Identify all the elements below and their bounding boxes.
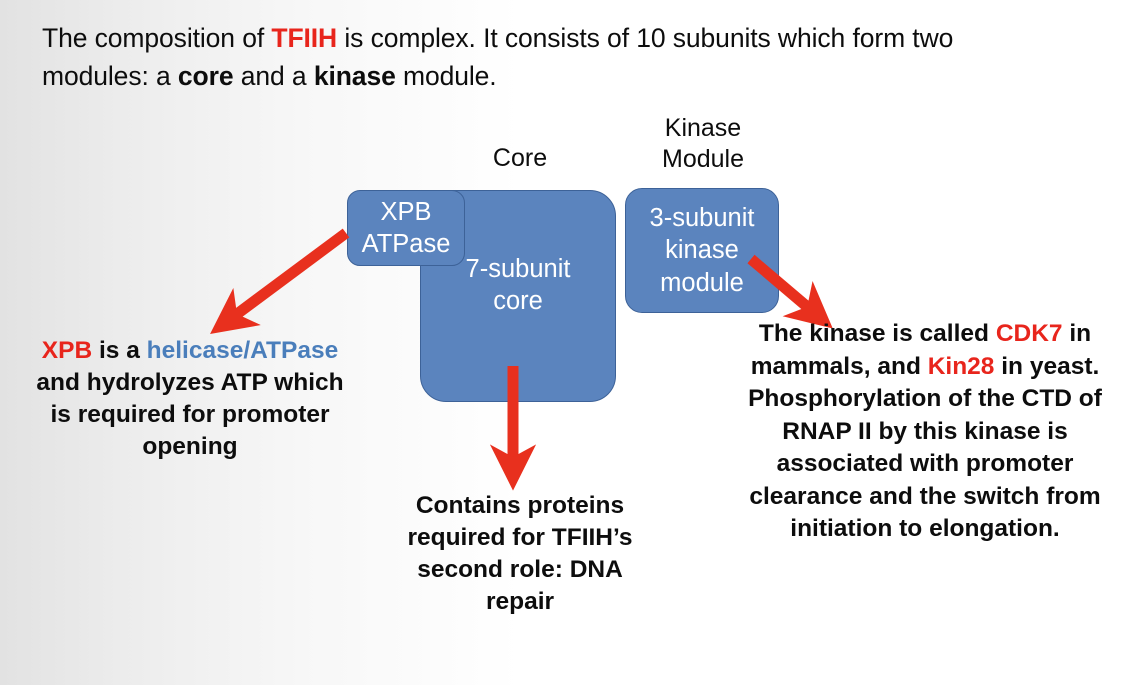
core-module-caption: Core: [492, 144, 548, 172]
intro-text-5: module.: [395, 60, 497, 91]
intro-text-3: form two modules: a: [42, 23, 954, 91]
xpb-atpase-box[interactable]: XPB ATPase: [347, 190, 465, 266]
xpb-callout-seg4: and hydrolyzes ATP which is required for…: [36, 368, 344, 460]
intro-paragraph: The composition of TFIIH is complex. It …: [42, 20, 1052, 95]
xpb-callout-blue: helicase/ATPase: [146, 337, 339, 364]
intro-tfiih-highlight: TFIIH: [271, 23, 338, 53]
kinase-callout-kin28: Kin28: [927, 352, 995, 380]
xpb-callout-seg2: is a: [92, 337, 147, 364]
kinase-callout-cdk7: CDK7: [995, 320, 1063, 347]
kinase-callout-text: The kinase is called CDK7 in mammals, an…: [745, 318, 1105, 546]
intro-text-2: is complex. It consists of 10 subunits w…: [337, 23, 846, 53]
xpb-arrow-icon: [210, 228, 350, 335]
xpb-callout-red: XPB: [41, 337, 93, 364]
intro-kinase-bold: kinase: [313, 60, 396, 91]
kinase-callout-seg5: in yeast. Phosphorylation of the CTD of …: [748, 352, 1102, 543]
intro-text-1: The composition of: [42, 23, 272, 53]
kinase-module-caption: Kinase Module: [662, 114, 744, 173]
core-callout-text: Contains proteins required for TFIIH’s s…: [407, 492, 633, 615]
intro-core-bold: core: [177, 60, 234, 91]
kinase-callout-seg3: in mammals, and: [750, 320, 1092, 380]
intro-text-4: and a: [233, 60, 314, 91]
xpb-callout-text: XPB is a helicase/ATPase and hydrolyzes …: [30, 335, 350, 462]
kinase-callout-seg1: The kinase is called: [758, 320, 996, 347]
kinase-module-box[interactable]: 3-subunit kinase module: [625, 188, 779, 313]
